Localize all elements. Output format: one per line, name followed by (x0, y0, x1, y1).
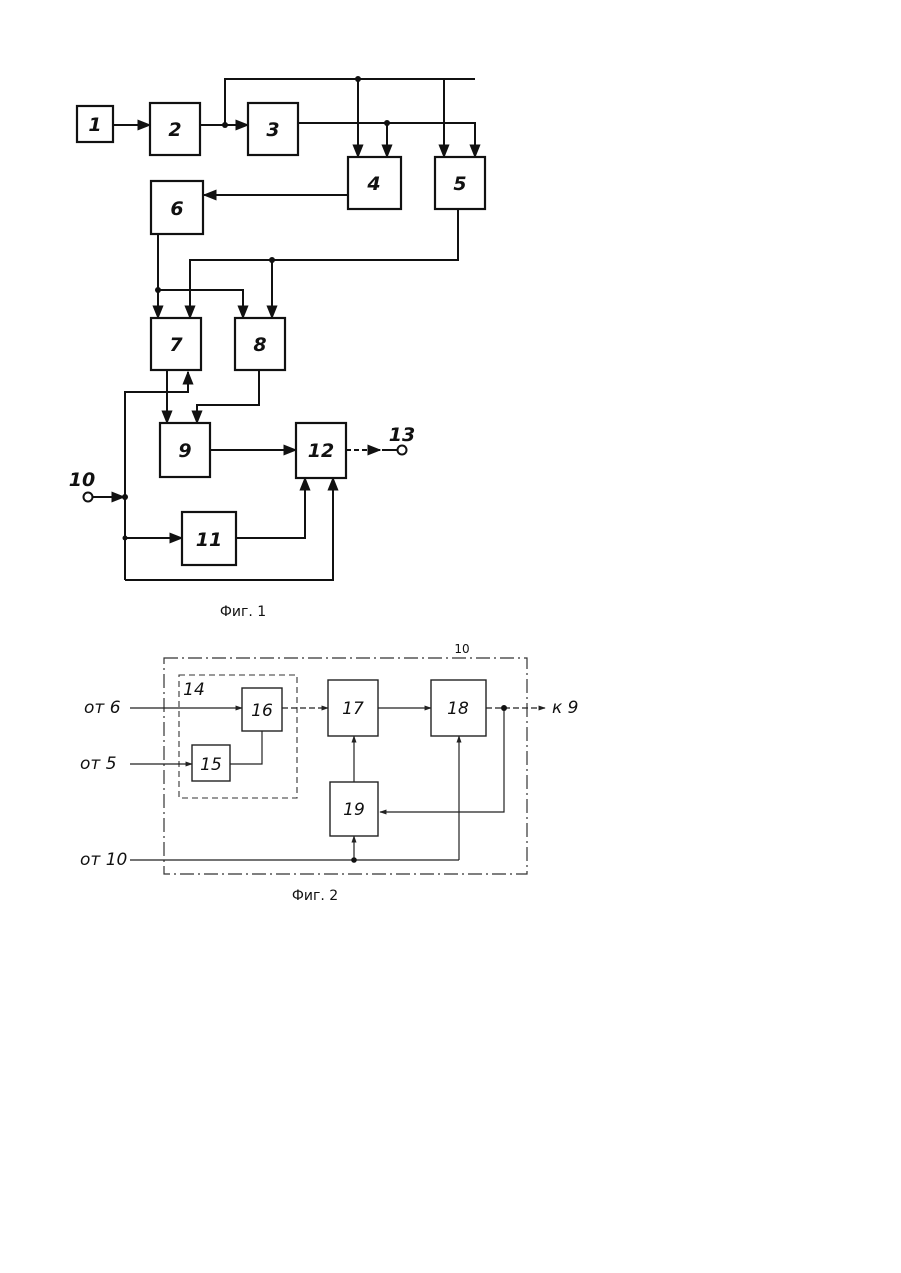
figure-1: 1 2 3 4 5 6 7 8 (69, 76, 485, 620)
block-11: 11 (182, 512, 236, 565)
figure-2: 10 14 16 15 (80, 642, 579, 904)
block-8: 8 (235, 318, 285, 370)
block-5-label: 5 (453, 173, 466, 195)
block-7-label: 7 (169, 334, 183, 356)
wire-6-8 (158, 290, 243, 318)
block-16-label: 16 (251, 701, 273, 721)
terminal-13-label: 13 (389, 424, 415, 446)
block-4: 4 (348, 157, 401, 209)
block-3-label: 3 (266, 119, 279, 141)
terminal-10-label: 10 (69, 469, 95, 491)
block-9: 9 (160, 423, 210, 477)
junction (269, 257, 275, 263)
block-1: 1 (77, 106, 113, 142)
wire-11-12 (236, 478, 305, 538)
block-19: 19 (330, 782, 378, 836)
block-1-label: 1 (88, 114, 101, 136)
block-2-label: 2 (168, 119, 181, 141)
block-11-label: 11 (196, 529, 222, 551)
block-18-label: 18 (447, 699, 469, 719)
block-18: 18 (431, 680, 486, 736)
junction (155, 287, 161, 293)
figure-1-caption: Фиг. 1 (220, 604, 266, 620)
wire-8-9 (197, 370, 259, 423)
junction (384, 120, 390, 126)
junction (122, 494, 128, 500)
block-2: 2 (150, 103, 200, 155)
junction (222, 122, 228, 128)
block-6: 6 (151, 181, 203, 234)
junction (501, 705, 507, 711)
junction (355, 76, 361, 82)
input-from-5-label: от 5 (80, 754, 117, 774)
block-15: 15 (192, 745, 230, 781)
junction (123, 536, 128, 541)
terminal-13 (398, 446, 407, 455)
block-6-label: 6 (170, 198, 183, 220)
junction (351, 857, 357, 863)
block-19-label: 19 (343, 800, 365, 820)
block-4-label: 4 (366, 173, 380, 195)
block-17-label: 17 (342, 699, 364, 719)
figure-2-caption: Фиг. 2 (292, 888, 338, 904)
block-12-label: 12 (308, 440, 334, 462)
block-12: 12 (296, 423, 346, 478)
inner-block-14-label: 14 (183, 680, 205, 700)
block-16: 16 (242, 688, 282, 731)
block-8-label: 8 (253, 334, 266, 356)
block-7: 7 (151, 318, 201, 370)
input-from-10-label: от 10 (80, 850, 127, 870)
wire-15-16 (230, 731, 262, 764)
outer-block-10-label: 10 (454, 642, 469, 656)
input-from-6-label: от 6 (84, 698, 121, 718)
terminal-10 (84, 493, 93, 502)
wire-5-7 (190, 210, 458, 318)
block-9-label: 9 (178, 440, 191, 462)
block-3: 3 (248, 103, 298, 155)
block-17: 17 (328, 680, 378, 736)
block-5: 5 (435, 157, 485, 209)
block-15-label: 15 (200, 755, 222, 775)
output-to-9-label: к 9 (552, 698, 579, 718)
